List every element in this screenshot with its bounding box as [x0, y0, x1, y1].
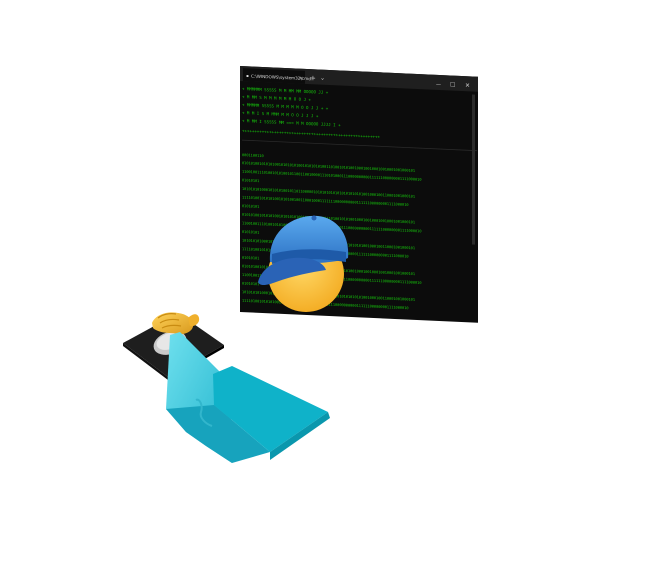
binary-line: 1111010010101010010101001001100010001111… [242, 195, 409, 206]
cap-icon [258, 215, 349, 286]
ascii-banner: + MMMMMM SSSSS M M MM MM OOOOO JJ ++ M M… [242, 86, 341, 127]
binary-line: 0101010010101010010101010100101010101001… [242, 213, 415, 225]
binary-line: 01010101 [242, 204, 259, 209]
laptop-base-left [166, 405, 270, 463]
minimize-icon[interactable]: — [436, 82, 441, 88]
laptop-cable [195, 398, 213, 427]
binary-line: 0101010010101010010101010100101010101001… [242, 161, 415, 173]
dropdown-icon[interactable]: ⌄ [320, 75, 325, 82]
binary-line: 01010101 [242, 230, 259, 235]
binary-line: 01010101 [242, 281, 259, 286]
binary-line: 1010101010001010101001011011000001010101… [242, 187, 415, 199]
tab-active[interactable] [243, 68, 305, 84]
hand-icon [152, 312, 200, 334]
scrollbar[interactable] [472, 94, 475, 245]
banner-row: + MMMMM SSSSS M M M M M O O J J + + [242, 102, 329, 111]
terminal-icon: ▪ [246, 73, 249, 79]
line-a: 0001100110 [242, 153, 264, 158]
banner-separator: ++++++++++++++++++++++++++++++++++++++++… [242, 128, 380, 139]
banner-row: + MMMMMM SSSSS M M MM MM OOOOO JJ + [242, 86, 329, 95]
tab-title: C:\WINDOWS\system32\cmd. [251, 73, 312, 81]
new-tab-button[interactable]: + [310, 74, 316, 82]
maximize-icon[interactable]: ☐ [450, 81, 455, 88]
binary-line: 01010101 [242, 256, 259, 261]
laptop [166, 332, 330, 463]
tab-close-icon[interactable]: × [299, 76, 303, 82]
banner-row: + M M I S M MMM M M O O J J J + [242, 110, 319, 118]
binary-line: 01010101 [242, 178, 259, 183]
close-icon[interactable]: ✕ [465, 82, 470, 89]
divider [242, 139, 477, 152]
banner-row: + M MM S M M M M M M O O J + [242, 94, 312, 102]
laptop-base [213, 366, 328, 452]
cap-visor [258, 257, 326, 286]
banner-row: + M MM I SSSSS MM === M M OOOOO JJJJ I + [242, 118, 341, 127]
